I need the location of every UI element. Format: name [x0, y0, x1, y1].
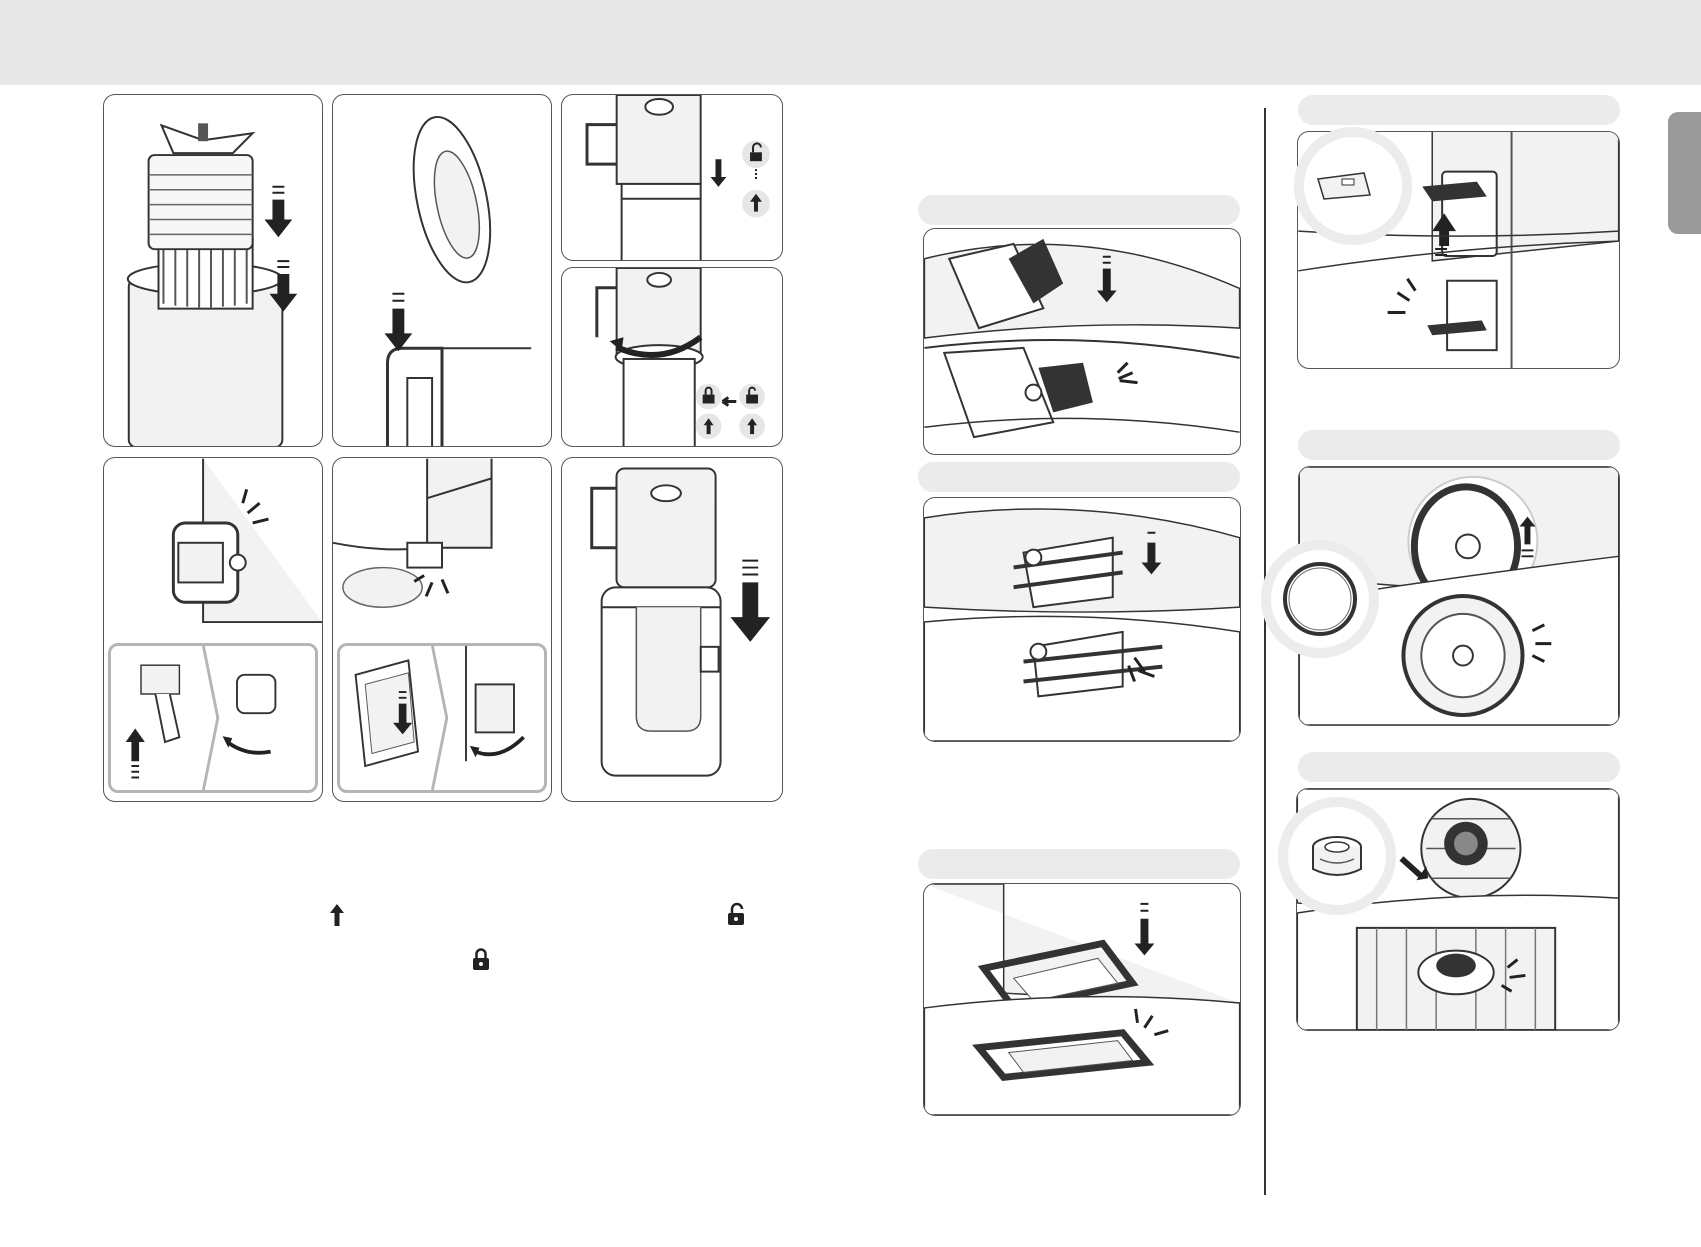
figure-filter-insert — [103, 94, 323, 447]
lock-icon — [470, 947, 492, 973]
figure-lid-rotate-lock — [561, 267, 783, 447]
figure-gasket-insert — [923, 883, 1241, 1116]
column-divider — [1264, 108, 1266, 1195]
side-tab — [1668, 112, 1701, 234]
unlock-icon — [725, 902, 747, 928]
figure-latch-click — [103, 457, 323, 802]
figure-jug-remove — [561, 457, 783, 802]
zoom-circle-ring — [1261, 540, 1379, 658]
figure-pad-clip — [923, 497, 1241, 742]
figure-pad-insert — [923, 228, 1241, 455]
section-bar-clip — [918, 462, 1240, 492]
figure-lid-lock-arrows — [561, 94, 783, 261]
section-bar-pad — [918, 195, 1240, 225]
inset-latch-sequence — [108, 643, 318, 793]
section-bar-gasket — [918, 849, 1240, 879]
section-bar-tab — [1298, 95, 1620, 125]
figure-clip-click — [332, 457, 552, 802]
zoom-circle-valve — [1278, 797, 1396, 915]
header-band — [0, 0, 1701, 85]
zoom-circle-tab — [1294, 127, 1412, 245]
figure-lid-mount — [332, 94, 552, 447]
section-bar-valve — [1298, 752, 1620, 782]
section-bar-ring — [1298, 430, 1620, 460]
arrow-up-icon — [326, 902, 348, 928]
inset-clip-sequence — [337, 643, 547, 793]
